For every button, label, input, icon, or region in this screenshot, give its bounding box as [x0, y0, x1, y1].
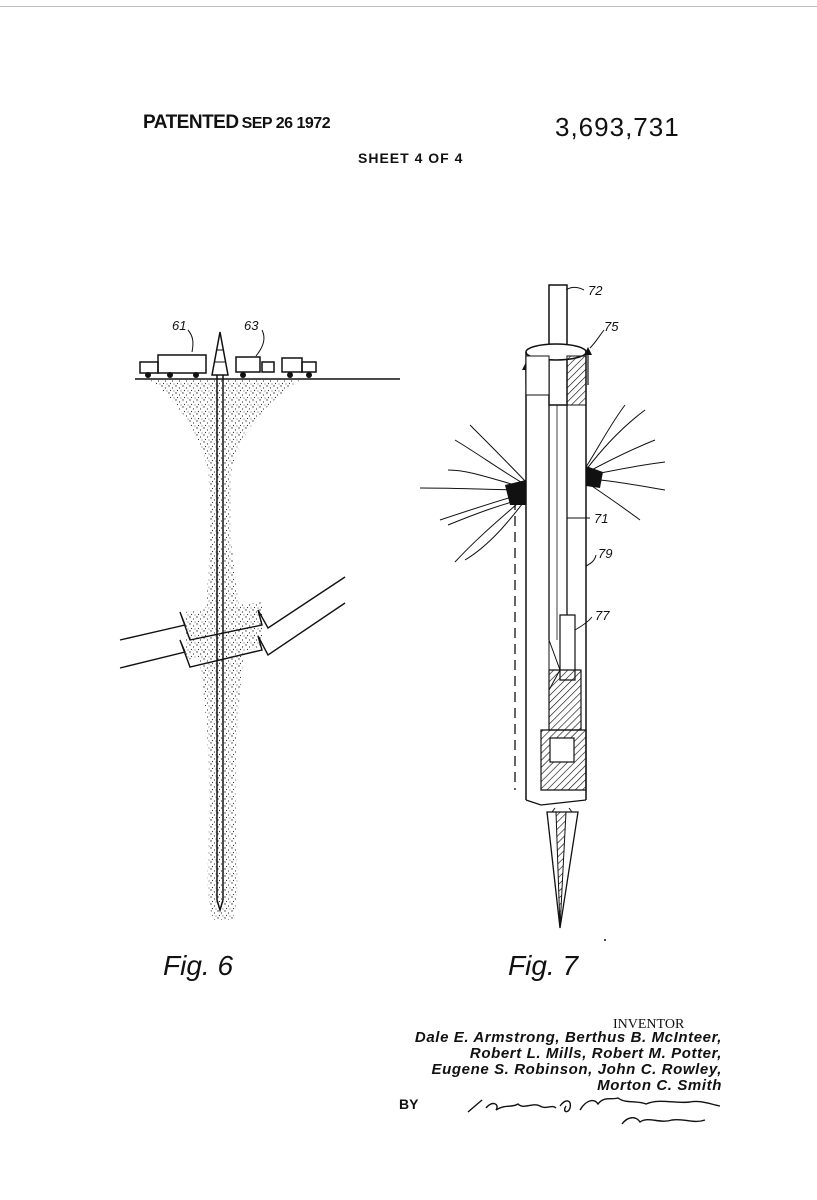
patented-label: PATENTED — [143, 112, 239, 133]
inventor-line-4: Morton C. Smith — [597, 1077, 722, 1094]
fig7-ref-71: 71 — [594, 511, 608, 526]
inventor-line-1: Dale E. Armstrong, Berthus B. McInteer, — [414, 1029, 722, 1046]
patent-number: 3,693,731 — [555, 112, 680, 142]
inventor-line-2: Robert L. Mills, Robert M. Potter, — [469, 1045, 722, 1062]
fig6-label: Fig. 6 — [163, 950, 234, 981]
fig7-ref-79: 79 — [598, 546, 612, 561]
fig7-ref-77: 77 — [595, 608, 610, 623]
attorney-signature — [467, 1097, 721, 1125]
top-rule — [0, 6, 817, 7]
patent-date: SEP 26 1972 — [241, 115, 331, 132]
fig6-ref-63: 63 — [244, 318, 259, 333]
sheet-number: SHEET 4 OF 4 — [358, 150, 464, 166]
inventor-line-3: Eugene S. Robinson, John C. Rowley, — [431, 1061, 722, 1078]
fig7-ref-75: 75 — [604, 319, 619, 334]
inventor-names: Dale E. Armstrong, Berthus B. McInteer, … — [390, 1030, 722, 1094]
fig7-label: Fig. 7 — [508, 950, 579, 981]
fig6-drawing: 61 63 — [119, 318, 400, 920]
fig6-stipple-upper — [150, 380, 300, 615]
inventor-heading: INVENTOR — [613, 1017, 685, 1032]
fig6-ref-61: 61 — [172, 318, 186, 333]
fig7-drawing: 72 75 71 79 77 — [419, 283, 666, 941]
fig6-stipple-lower — [198, 645, 245, 920]
fig7-ref-72: 72 — [588, 283, 603, 298]
by-label: BY — [399, 1096, 419, 1112]
